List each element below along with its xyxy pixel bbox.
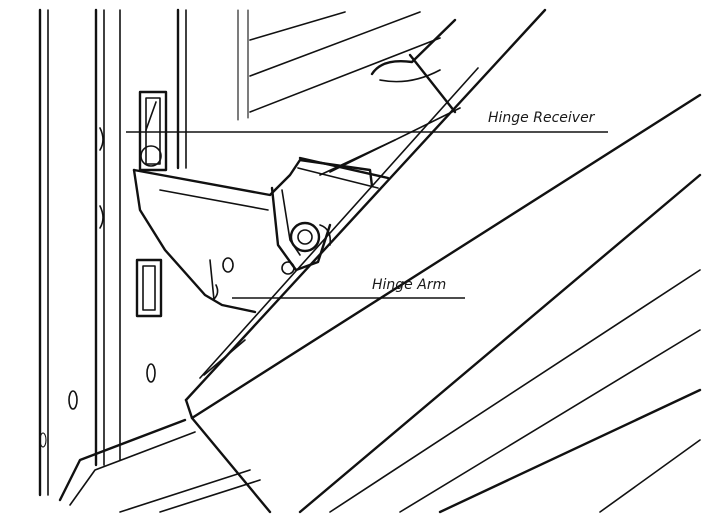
hinge-arm bbox=[132, 156, 390, 314]
door-trim bbox=[58, 418, 261, 513]
oven-door bbox=[184, 8, 702, 514]
hinge-arm-label: Hinge Arm bbox=[372, 277, 447, 293]
hinge-receiver bbox=[135, 90, 168, 318]
cavity-lines bbox=[249, 11, 461, 176]
oven-frame bbox=[38, 8, 249, 497]
hinge-receiver-label: Hinge Receiver bbox=[488, 110, 595, 126]
